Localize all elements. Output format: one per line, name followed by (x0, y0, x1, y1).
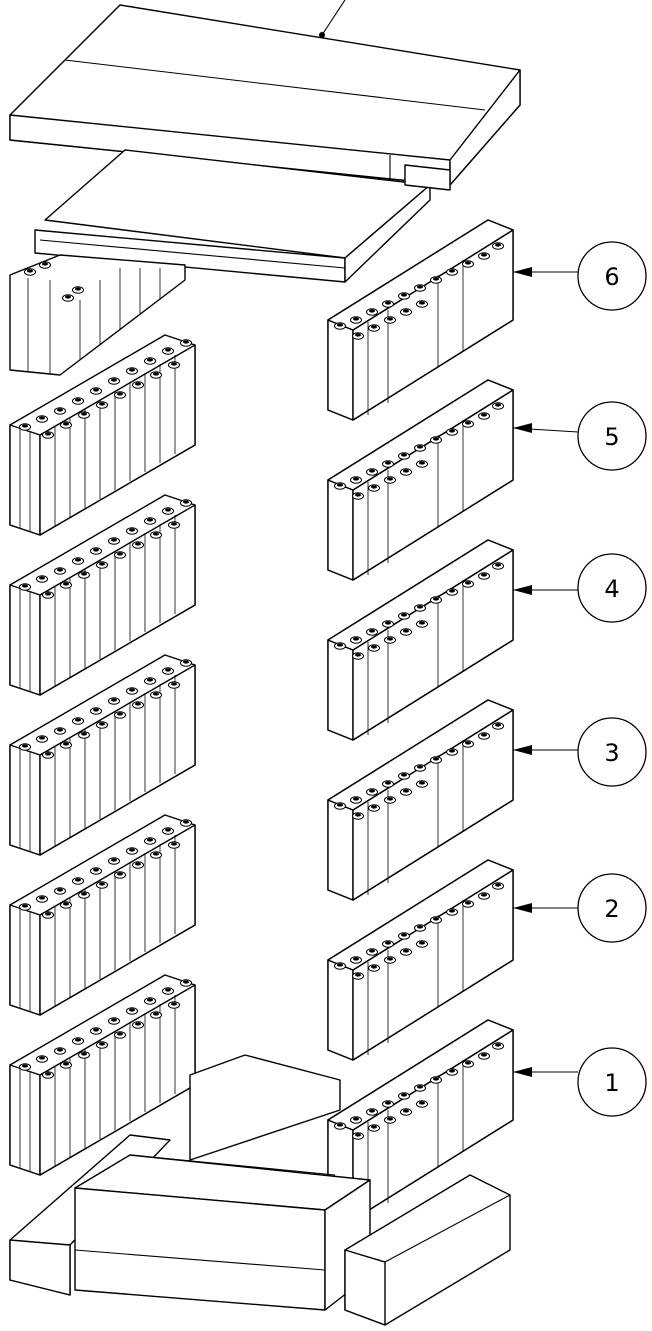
callout-label-2: 2 (604, 895, 619, 923)
callout-label-5: 5 (604, 423, 619, 451)
top-cover (9, 0, 521, 186)
right-battery-stack (328, 220, 513, 1220)
callout-3: 3 (513, 717, 647, 787)
callout-label-1: 1 (604, 1069, 619, 1097)
callout-5: 5 (512, 401, 647, 471)
callout-label-4: 4 (604, 575, 619, 603)
callout-label-3: 3 (604, 739, 619, 767)
mounting-plate (34, 149, 451, 283)
callout-2: 2 (513, 873, 647, 943)
callout-1: 1 (513, 1047, 647, 1117)
left-tier-6 (9, 254, 186, 376)
callout-label-6: 6 (604, 263, 619, 291)
callout-6: 6 (513, 241, 647, 311)
callout-4: 4 (513, 553, 647, 623)
left-battery-stack (9, 254, 195, 1175)
base-frame (9, 1054, 511, 1326)
